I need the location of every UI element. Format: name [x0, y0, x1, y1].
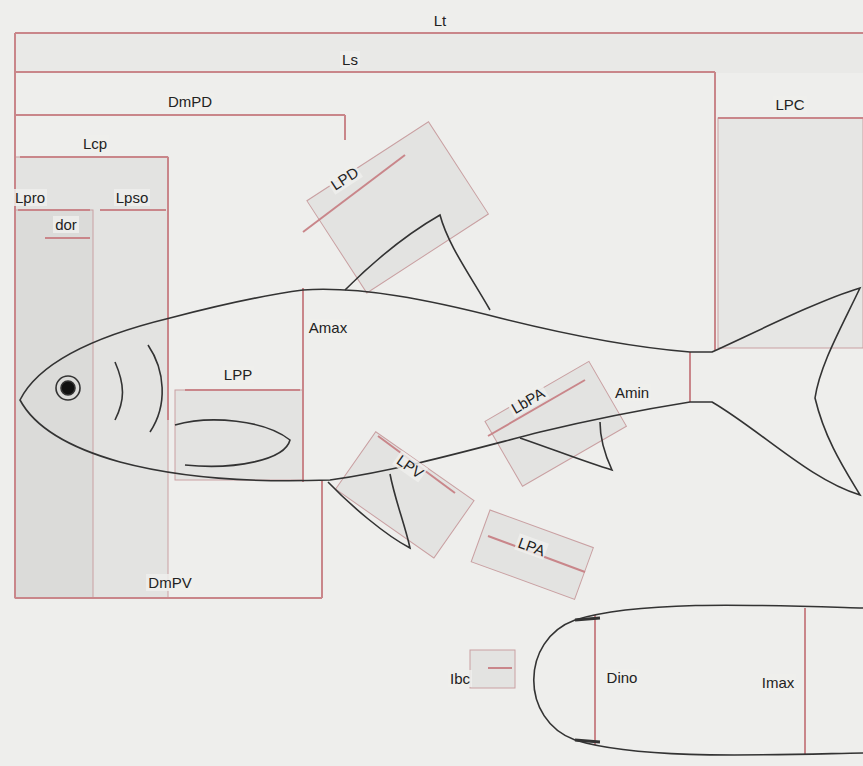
- measurement-label: dor: [53, 216, 79, 233]
- measurement-label: DmPD: [166, 93, 214, 110]
- measurement-label: Amax: [307, 319, 349, 336]
- measurement-label: Lpro: [13, 189, 47, 206]
- measurement-label: Ls: [340, 51, 360, 68]
- measurement-label: LPP: [222, 366, 254, 383]
- measurement-label: Imax: [760, 674, 797, 691]
- measurement-label: Dino: [605, 669, 640, 686]
- measurement-label: Lt: [432, 12, 449, 29]
- measurement-label: LPC: [773, 96, 806, 113]
- measurement-label: Amin: [613, 384, 651, 401]
- measurement-label: Ibc: [448, 670, 472, 687]
- measurement-label: Lcp: [81, 135, 109, 152]
- measurement-label: DmPV: [146, 574, 193, 591]
- measurement-label: Lpso: [114, 189, 151, 206]
